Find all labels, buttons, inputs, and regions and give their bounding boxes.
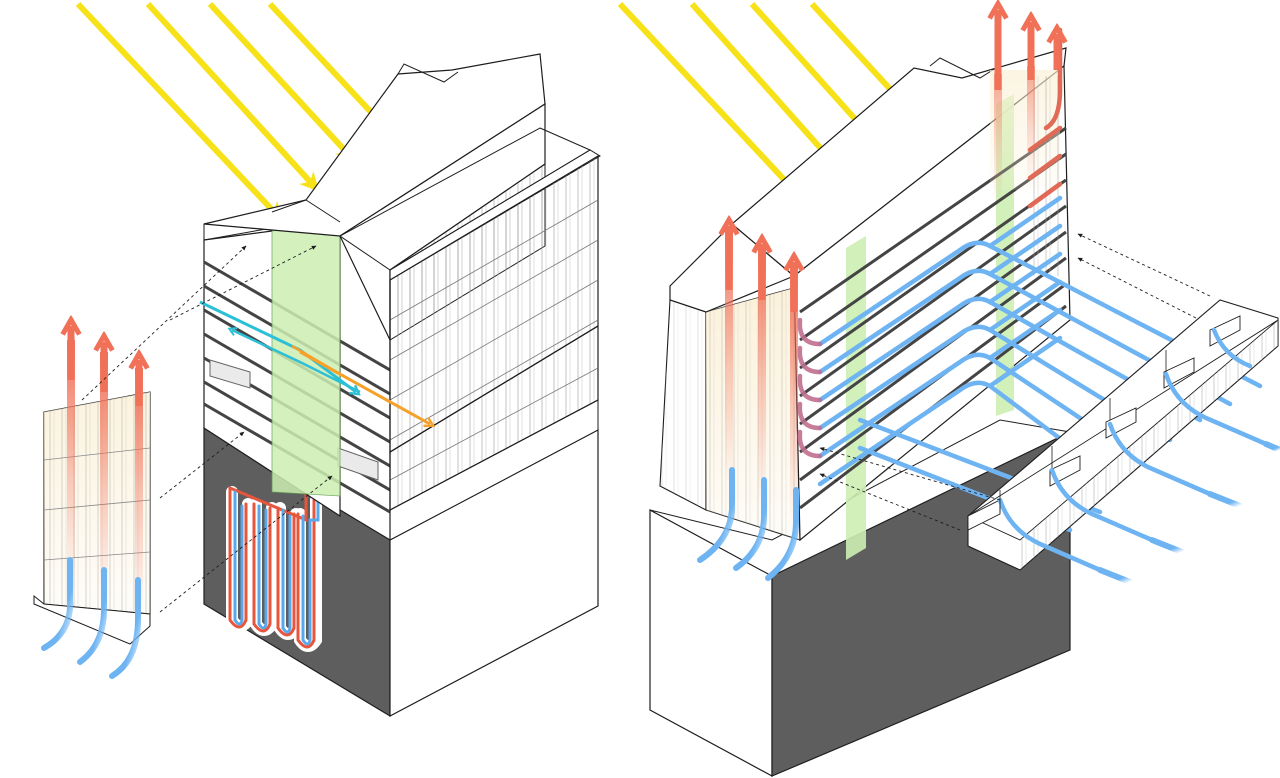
cross-ventilation-arrows: [199, 300, 436, 428]
perimeter-facade-strip: [967, 299, 1280, 585]
left-facade-module: [33, 326, 151, 679]
dashed-projection-arrow-icon: [81, 245, 247, 401]
left-solar-rays: [75, 1, 390, 222]
right-exhaust-arrows: [725, 10, 1057, 522]
sun-ray-arrow-icon: [145, 1, 320, 192]
dashed-projection-arrow-icon: [159, 475, 333, 613]
left-building-facade: [339, 102, 601, 540]
sun-ray-arrow-icon: [267, 1, 390, 132]
left-building-diagram: [33, 1, 601, 718]
left-building-section: [203, 53, 546, 518]
right-base-intakes: [697, 467, 799, 581]
atrium-shaft: [271, 221, 341, 497]
right-projection-lines: [819, 233, 1211, 531]
right-building-diagram: [617, 4, 1280, 778]
dashed-projection-arrow-icon: [1077, 257, 1197, 319]
geothermal-loops: [226, 270, 322, 652]
dashed-projection-arrow-icon: [819, 447, 1001, 501]
dashed-projection-arrow-icon: [1077, 233, 1211, 297]
left-projection-lines: [81, 245, 333, 613]
dashed-projection-arrow-icon: [819, 473, 961, 531]
sun-ray-arrow-icon: [75, 1, 284, 222]
sun-ray-arrow-icon: [207, 1, 356, 162]
